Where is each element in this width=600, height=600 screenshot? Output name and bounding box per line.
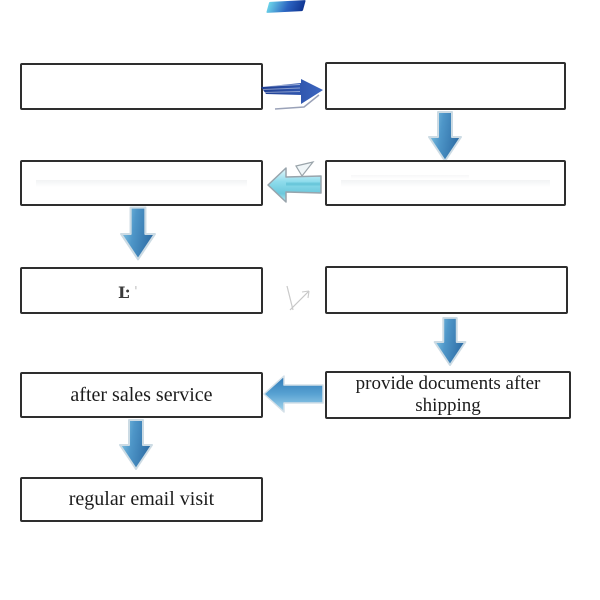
erased-text-ghost xyxy=(36,180,247,188)
box-label: regular email visit xyxy=(68,488,215,510)
left-arrow-cyan-icon xyxy=(267,161,322,203)
ink-speck: ' xyxy=(134,284,138,298)
erased-text-ghost xyxy=(341,180,550,188)
small-blue-mark xyxy=(266,0,306,13)
erased-text-ghost xyxy=(350,174,470,179)
box-label: after sales service xyxy=(70,383,213,406)
flow-box-step-5: Ŀ' xyxy=(20,267,263,314)
down-arrow-icon xyxy=(119,419,153,470)
box-label: provide documents after shipping xyxy=(355,373,541,416)
flow-box-step-2 xyxy=(325,62,566,110)
flow-box-step-9: regular email visit xyxy=(20,477,263,522)
down-arrow-icon xyxy=(120,206,156,261)
right-arrow-icon xyxy=(261,79,323,110)
down-arrow-icon xyxy=(428,111,462,162)
ink-smudge: Ŀ' xyxy=(118,283,138,302)
flow-box-step-3 xyxy=(20,160,263,206)
faint-arrow-remnant xyxy=(286,285,310,311)
left-arrow-blue-icon xyxy=(263,375,324,413)
flow-box-step-8: provide documents after shipping xyxy=(325,371,571,419)
flow-box-step-7: after sales service xyxy=(20,372,263,418)
flow-box-step-6 xyxy=(325,266,568,314)
flow-box-step-4 xyxy=(325,160,566,206)
down-arrow-icon xyxy=(433,316,467,367)
flow-box-step-1 xyxy=(20,63,263,110)
